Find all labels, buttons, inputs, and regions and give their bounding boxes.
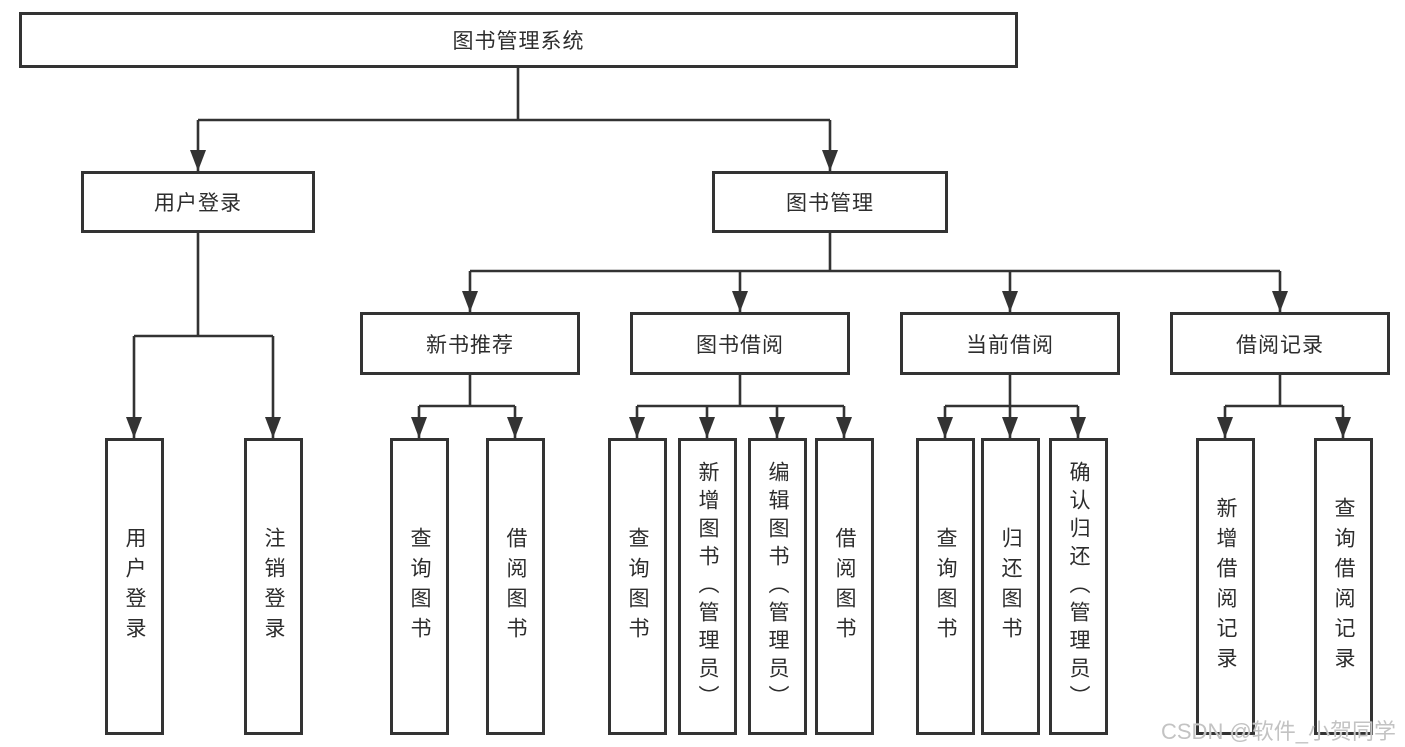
leaf-borrow-borrow-books: 借阅图书 [815, 438, 874, 735]
connector-borrow [637, 374, 844, 408]
leaf-records-add-record: 新增借阅记录 [1196, 438, 1255, 735]
connector-records [1225, 374, 1343, 408]
leaf-label: 查询图书 [626, 526, 649, 647]
leaf-label: 借阅图书 [504, 526, 527, 647]
leaf-label: 借阅图书 [833, 526, 856, 647]
leaf-records-query-record: 查询借阅记录 [1314, 438, 1373, 735]
leaf-label: 新增借阅记录 [1214, 496, 1237, 677]
node-current-borrow: 当前借阅 [900, 312, 1120, 375]
leaf-label: 用户登录 [123, 526, 146, 647]
leaf-borrow-add-books-admin: 新增图书（管理员） [678, 438, 737, 735]
leaf-label: 归还图书 [999, 526, 1022, 647]
connector-book-mgmt [470, 232, 1280, 273]
node-book-management: 图书管理 [712, 171, 948, 233]
leaf-label: 查询图书 [408, 526, 431, 647]
node-label: 图书借阅 [696, 333, 784, 357]
connector-recommend [419, 374, 515, 408]
connector-login [134, 232, 273, 338]
node-library-system: 图书管理系统 [19, 12, 1018, 68]
node-label: 用户登录 [154, 192, 242, 215]
connector-current [945, 374, 1078, 408]
leaf-current-query-books: 查询图书 [916, 438, 975, 735]
node-label: 图书管理系统 [452, 30, 585, 53]
leaf-current-return-books: 归还图书 [981, 438, 1040, 735]
leaf-borrow-edit-books-admin: 编辑图书（管理员） [748, 438, 807, 735]
node-label: 当前借阅 [966, 333, 1054, 357]
leaf-label: 确认归还（管理员） [1067, 460, 1090, 713]
leaf-recommend-borrow-books: 借阅图书 [486, 438, 545, 735]
csdn-watermark: CSDN @软件_小贺同学 [1161, 719, 1397, 744]
leaf-recommend-query-books: 查询图书 [390, 438, 449, 735]
node-label: 借阅记录 [1236, 333, 1324, 357]
node-new-book-recommend: 新书推荐 [360, 312, 580, 375]
leaf-label: 注销登录 [262, 526, 285, 647]
node-borrow-records: 借阅记录 [1170, 312, 1390, 375]
leaf-logout: 注销登录 [244, 438, 303, 735]
connector-root [198, 67, 830, 122]
leaf-borrow-query-books: 查询图书 [608, 438, 667, 735]
leaf-user-login: 用户登录 [105, 438, 164, 735]
leaf-label: 新增图书（管理员） [696, 460, 719, 713]
node-label: 图书管理 [786, 192, 874, 215]
leaf-label: 编辑图书（管理员） [766, 460, 789, 713]
node-label: 新书推荐 [426, 333, 514, 357]
node-user-login: 用户登录 [81, 171, 315, 233]
leaf-label: 查询图书 [934, 526, 957, 647]
leaf-current-confirm-return-admin: 确认归还（管理员） [1049, 438, 1108, 735]
leaf-label: 查询借阅记录 [1332, 496, 1355, 677]
node-book-borrow: 图书借阅 [630, 312, 850, 375]
